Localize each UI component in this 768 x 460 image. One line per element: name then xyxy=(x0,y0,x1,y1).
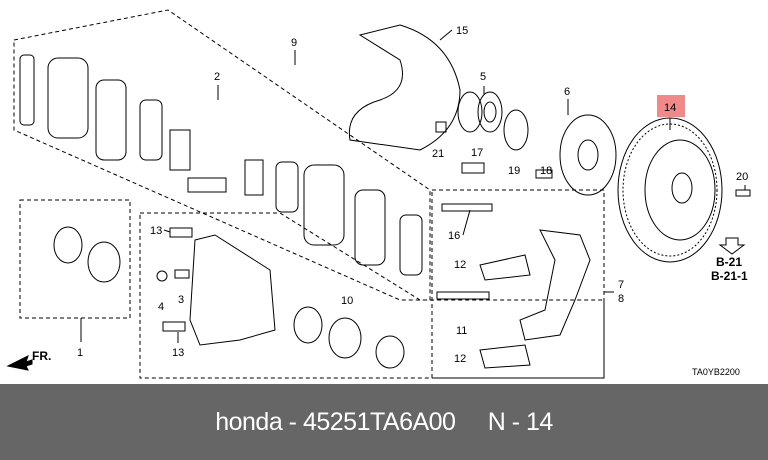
piston-seals xyxy=(53,226,405,369)
callout-16[interactable]: 16 xyxy=(448,230,460,242)
hub-bearing xyxy=(457,91,503,133)
callout-12[interactable]: 12 xyxy=(454,353,466,365)
callout-14[interactable]: 14 xyxy=(664,102,676,114)
leader-lines xyxy=(80,29,746,343)
snap-ring xyxy=(503,109,529,151)
callout-12[interactable]: 12 xyxy=(454,259,466,271)
reference-b21[interactable]: B-21 xyxy=(716,255,742,269)
callout-21[interactable]: 21 xyxy=(432,148,444,160)
wheel-hub xyxy=(559,114,617,196)
callout-15[interactable]: 15 xyxy=(456,25,468,37)
splash-guard xyxy=(348,24,461,151)
reference-b21-1[interactable]: B-21-1 xyxy=(711,269,748,283)
brand-name: honda xyxy=(215,407,283,436)
part-number: 45251TA6A00 xyxy=(302,407,456,436)
callout-1[interactable]: 1 xyxy=(77,347,83,359)
callout-17[interactable]: 17 xyxy=(471,147,483,159)
spacer xyxy=(455,408,487,437)
caption-bar: honda - 45251TA6A00 N - 14 xyxy=(0,384,768,460)
callout-11[interactable]: 11 xyxy=(456,325,467,337)
highlight-box xyxy=(657,95,685,117)
front-direction-label: FR. xyxy=(32,349,51,363)
pad-set-outline xyxy=(13,9,431,301)
caliper-kit-outline xyxy=(19,199,131,319)
callout-9[interactable]: 9 xyxy=(291,37,297,49)
callout-13[interactable]: 13 xyxy=(172,347,184,359)
caliper-outline xyxy=(139,212,605,379)
callout-10[interactable]: 10 xyxy=(341,295,353,307)
front-direction-arrow xyxy=(6,355,33,371)
bracket-outline xyxy=(431,189,605,379)
brake-pads xyxy=(19,54,423,276)
callout-2[interactable]: 2 xyxy=(214,71,220,83)
parts-diagram: 15 9 2 5 6 14 21 17 19 18 20 13 16 12 4 … xyxy=(6,9,751,379)
diagram-position: N - 14 xyxy=(487,407,554,436)
brake-disc xyxy=(617,117,723,263)
callout-19[interactable]: 19 xyxy=(508,165,520,177)
callout-4[interactable]: 4 xyxy=(158,301,164,313)
caliper-bracket xyxy=(519,229,591,341)
bolts xyxy=(156,121,751,332)
callout-7[interactable]: 7 xyxy=(618,279,624,291)
callout-20[interactable]: 20 xyxy=(736,171,748,183)
callout-18[interactable]: 18 xyxy=(540,165,552,177)
separator: - xyxy=(282,407,303,436)
callout-8[interactable]: 8 xyxy=(618,293,624,305)
callout-5[interactable]: 5 xyxy=(480,71,486,83)
callout-13[interactable]: 13 xyxy=(150,225,162,237)
callout-3[interactable]: 3 xyxy=(178,294,184,306)
reference-arrow xyxy=(718,237,746,255)
diagram-code: TA0YB2200 xyxy=(692,367,740,377)
callout-6[interactable]: 6 xyxy=(564,86,570,98)
pad-retainer xyxy=(479,254,531,369)
caliper-body xyxy=(189,234,276,346)
